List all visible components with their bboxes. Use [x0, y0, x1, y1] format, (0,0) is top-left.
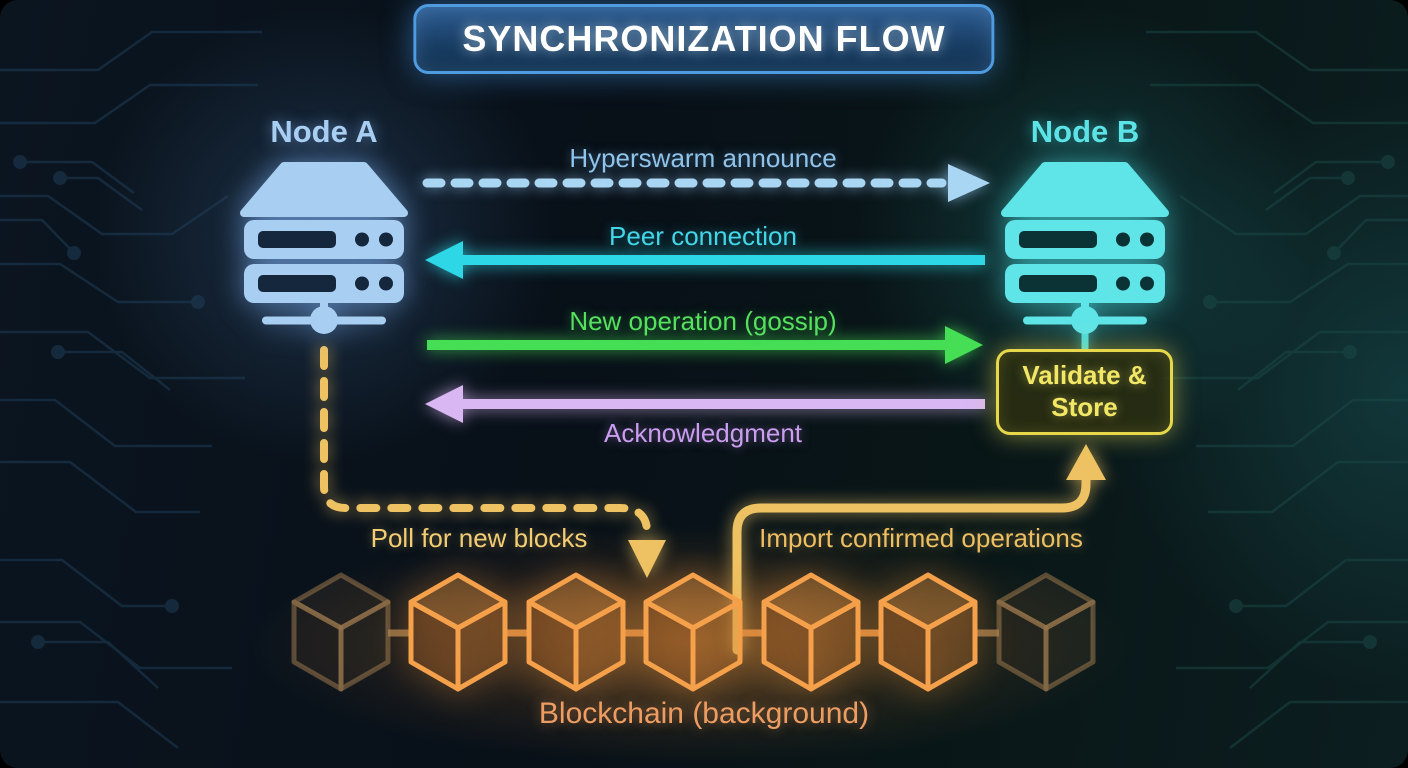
poll-flow-arrow [320, 346, 666, 578]
peer-connection-label: Peer connection [609, 221, 797, 251]
block-cube [881, 575, 975, 689]
block-cube-dim [999, 575, 1093, 689]
blockchain [294, 575, 1093, 689]
block-cube [764, 575, 858, 689]
validate-store-label: Validate & Store [1022, 360, 1147, 422]
acknowledgment-label: Acknowledgment [604, 418, 802, 448]
page-title: SYNCHRONIZATION FLOW [462, 18, 946, 59]
block-cube-dim [294, 575, 388, 689]
block-cube [529, 575, 623, 689]
node-b-label: Node B [1030, 114, 1140, 149]
peer-connection-arrow [425, 241, 985, 279]
hyperswarm-announce-arrow [422, 164, 990, 202]
acknowledgment-arrow [425, 385, 985, 423]
right-edge-glow [1102, 90, 1408, 690]
block-cube [646, 575, 740, 689]
new-operation-arrow [427, 326, 983, 364]
validate-store-box: Validate & Store [996, 349, 1173, 435]
new-operation-label: New operation (gossip) [569, 306, 837, 336]
block-cube [411, 575, 505, 689]
blockchain-label: Blockchain (background) [538, 697, 870, 730]
poll-for-new-blocks-label: Poll for new blocks [370, 523, 588, 553]
import-flow-arrow [732, 444, 1106, 655]
hyperswarm-announce-label: Hyperswarm announce [569, 143, 837, 173]
title-box: SYNCHRONIZATION FLOW [413, 4, 995, 74]
node-a-label: Node A [270, 114, 378, 149]
import-confirmed-operations-label: Import confirmed operations [759, 523, 1083, 553]
